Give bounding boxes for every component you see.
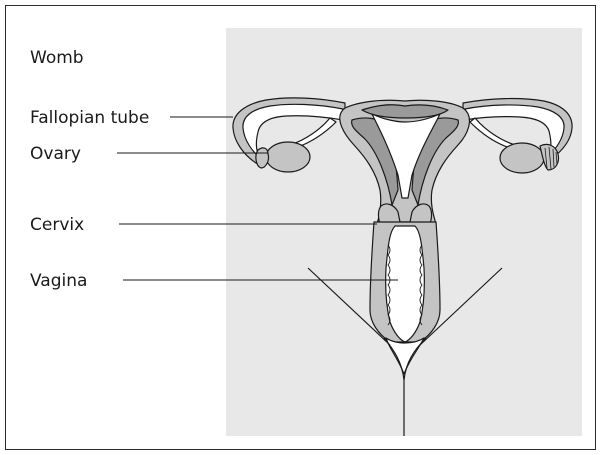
right-ovary <box>500 143 544 173</box>
label-fallopian-tube: Fallopian tube <box>30 108 149 128</box>
diagram-title: Womb <box>30 48 84 68</box>
left-ovary <box>266 142 310 172</box>
vaginal-canal <box>386 226 425 342</box>
left-fimbriae <box>256 148 269 168</box>
label-vagina: Vagina <box>30 271 87 291</box>
label-ovary: Ovary <box>30 144 81 164</box>
label-cervix: Cervix <box>30 215 84 235</box>
